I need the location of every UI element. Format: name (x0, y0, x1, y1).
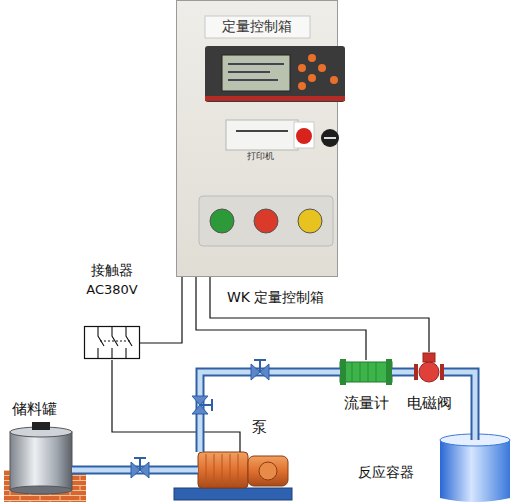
solenoid-valve: 电磁阀 (414, 352, 444, 386)
flow-meter: 流量计 (340, 360, 392, 384)
reaction-vessel: 反应容器 (438, 432, 512, 504)
node-label: AC380V (86, 282, 137, 298)
node-label: WK 定量控制箱 (227, 289, 324, 306)
storage-tank: 储料罐 (4, 398, 90, 504)
pipe-core (200, 372, 340, 440)
node-label: 定量控制箱 (222, 18, 292, 35)
pipe (200, 372, 340, 440)
contactor: 接触器 AC380V (84, 262, 140, 360)
control-box: 定量控制箱WK 定量控制箱 (176, 0, 338, 277)
wire (210, 277, 429, 352)
pipe-wall (200, 372, 340, 440)
pipe-wall (392, 368, 414, 377)
node-label: 泵 (252, 418, 267, 436)
node-label: 电磁阀 (407, 394, 452, 412)
node-label: 流量计 (344, 394, 389, 412)
wire-line (210, 277, 429, 352)
pipe (392, 372, 414, 373)
node-label: 接触器 (91, 262, 133, 279)
node-label: 反应容器 (358, 464, 414, 481)
pump: 泵 (172, 440, 296, 502)
node-label: 储料罐 (12, 400, 57, 418)
wire-line (140, 277, 182, 343)
wire (140, 277, 182, 343)
pipe-core (392, 370, 414, 375)
part-label: 打印机 (247, 151, 274, 162)
